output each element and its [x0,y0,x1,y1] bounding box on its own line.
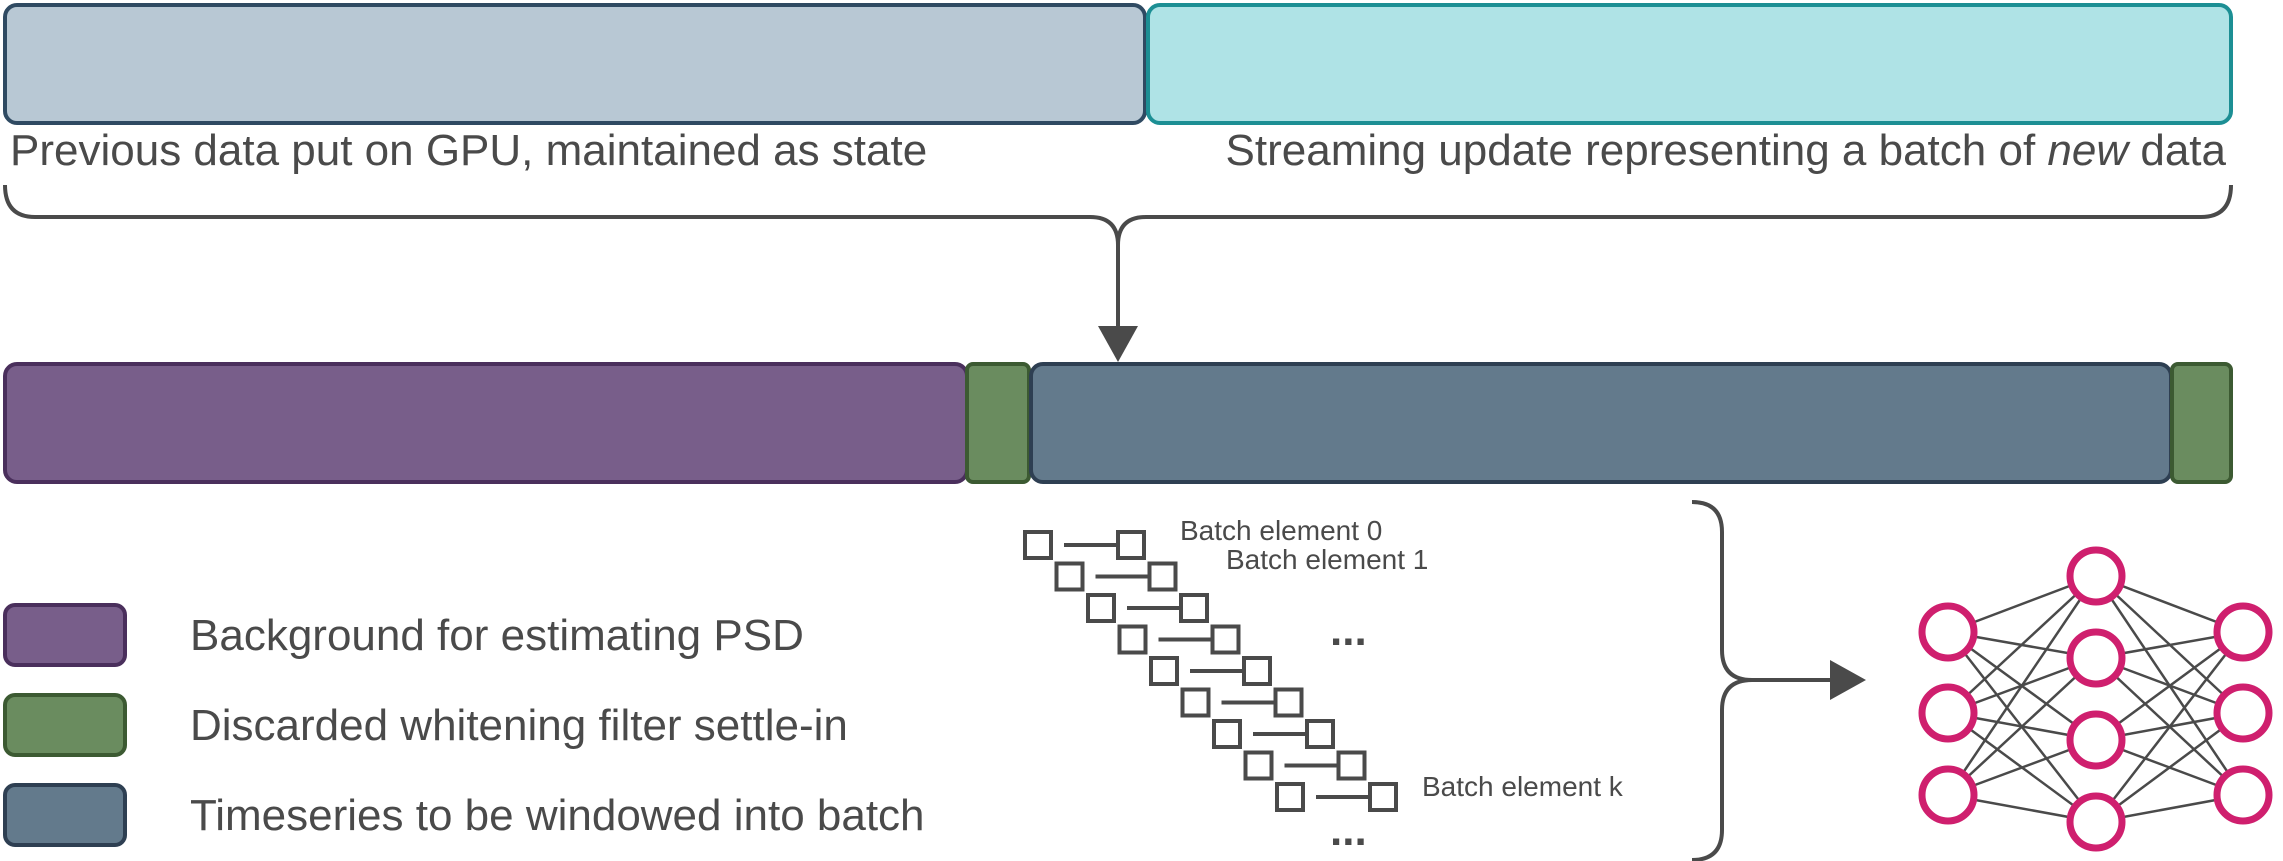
timeseries-segment [1029,362,2173,484]
nn-connection [1947,657,2097,796]
nn-input-neuron-1 [1918,683,1978,743]
batch-window-end-marker [1305,719,1335,749]
batch-window-2 [1086,593,1209,623]
settle-in-segment-right [2170,362,2233,484]
legend-swatch-settle-in [3,693,127,757]
background-psd-segment [3,362,969,484]
batch-window-end-marker [1242,656,1272,686]
nn-hidden-neuron-2 [2066,710,2126,770]
batch-window-end-marker [1210,624,1241,655]
nn-connection [2095,631,2244,823]
batch-ellipsis-lower: ... [1330,806,1367,855]
batch-window-start-marker [1243,750,1274,781]
nn-connection [2095,630,2244,742]
batch-window-1 [1054,561,1178,592]
batch-window-start-marker [1054,561,1085,592]
batch-window-end-marker [1368,782,1398,812]
batch-window-3 [1117,624,1241,655]
legend-label-background: Background for estimating PSD [190,611,804,660]
neural-network [1918,546,2273,852]
legend-swatch-background [3,603,127,667]
batch-window-start-marker [1117,624,1148,655]
nn-connection [2095,711,2244,824]
batch-window-start-marker [1023,530,1053,560]
batch-window-start-marker [1086,593,1116,623]
nn-input-neuron-2 [1918,765,1978,825]
batch-ellipsis-upper: ... [1330,606,1367,655]
batch-brace [1691,500,1753,861]
batch-window-6 [1212,719,1335,749]
previous-data-label: Previous data put on GPU, maintained as … [10,126,927,175]
nn-input-neuron-0 [1918,602,1978,662]
batch-window-end-marker [1179,593,1209,623]
batch-window-0 [1023,530,1146,560]
nn-hidden-neuron-3 [2066,792,2126,852]
nn-output-neuron-0 [2213,602,2273,662]
batch-window-start-marker [1149,656,1179,686]
nn-connection [1946,575,2098,796]
nn-hidden-neuron-1 [2066,628,2126,688]
batch-windows [1023,530,1398,812]
nn-output-neuron-2 [2213,765,2273,825]
batch-window-end-marker [1273,687,1304,718]
batch-window-start-marker [1212,719,1242,749]
legend-label-timeseries: Timeseries to be windowed into batch [190,791,925,840]
settle-in-segment-left [965,362,1031,484]
batch-window-8 [1275,782,1398,812]
legend-swatch-timeseries [3,783,127,847]
batch-element-k-label: Batch element k [1422,771,1624,802]
nn-output-neuron-1 [2213,683,2273,743]
batch-element-1-label: Batch element 1 [1226,544,1428,575]
batch-window-end-marker [1336,750,1367,781]
streaming-update-bar [1146,3,2233,125]
batch-window-end-marker [1116,530,1146,560]
batch-window-4 [1149,656,1272,686]
batch-window-start-marker [1275,782,1305,812]
streaming-update-label: Streaming update representing a batch of… [1226,126,2227,175]
batch-window-5 [1180,687,1304,718]
previous-data-bar [3,3,1147,125]
batch-window-end-marker [1147,561,1178,592]
batch-window-7 [1243,750,1367,781]
legend-label-settle-in: Discarded whitening filter settle-in [190,701,848,750]
nn-hidden-neuron-0 [2066,546,2126,606]
nn-connection [1947,575,2097,714]
batch-element-0-label: Batch element 0 [1180,515,1382,546]
legend: Background for estimating PSD Discarded … [3,603,925,847]
batch-window-start-marker [1180,687,1211,718]
top-brace [3,184,2233,246]
neural-network-connections [1946,574,2245,824]
